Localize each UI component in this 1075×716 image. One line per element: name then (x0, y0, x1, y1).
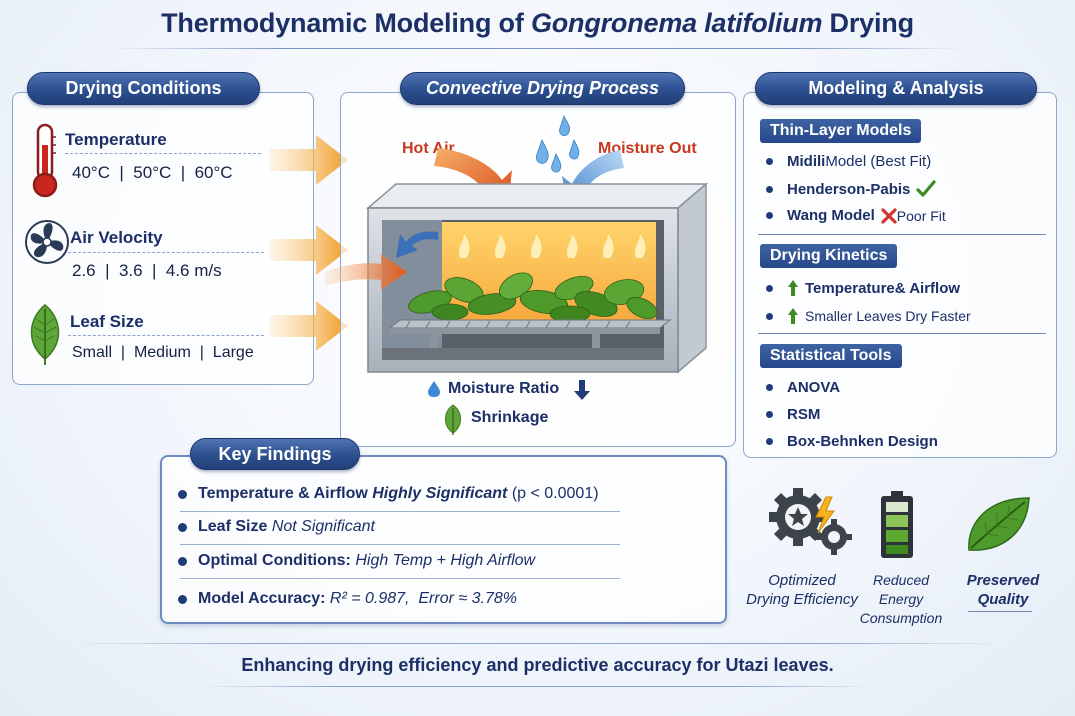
bullet-dot (178, 522, 187, 532)
stat-box-behnken: Box-Behnken Design (766, 433, 938, 450)
finding-leaf-size: Leaf Size Not Significant (178, 518, 375, 536)
down-arrow-icon (574, 380, 590, 400)
stat-rsm: RSM (766, 406, 820, 423)
model-midili: Midili Model (Best Fit) (766, 153, 931, 170)
bullet-dot (178, 556, 187, 566)
finding-divider (180, 578, 620, 579)
bullet-dot (766, 312, 773, 320)
key-findings-panel (160, 455, 727, 624)
leaf-size-divider (68, 335, 264, 336)
quality-underline (968, 611, 1032, 612)
key-findings-header: Key Findings (190, 438, 360, 470)
modeling-panel (743, 92, 1057, 458)
model-wang: Wang Model Poor Fit (766, 207, 946, 224)
quality-leaf-icon (968, 497, 1030, 551)
moisture-out-label: Moisture Out (598, 140, 697, 157)
page-title: Thermodynamic Modeling of Gongronema lat… (161, 8, 914, 38)
thin-layer-title: Thin-Layer Models (760, 119, 922, 143)
benefit-quality: Preserved Quality (966, 572, 1040, 608)
dryer-illustration (365, 114, 709, 374)
check-icon (916, 180, 936, 197)
air-velocity-values: 2.6 | 3.6 | 4.6 m/s (72, 261, 222, 280)
footer-rule-top (70, 643, 1005, 644)
water-drop-icon (428, 381, 440, 397)
kinetics-temp-airflow: Temperature & Airflow (766, 279, 960, 297)
gears-bolt-icon (769, 488, 852, 555)
kinetics-divider (758, 333, 1046, 334)
footer-tagline: Enhancing drying efficiency and predicti… (241, 655, 834, 675)
leaf-size-label: Leaf Size (70, 312, 144, 331)
temperature-values: 40°C | 50°C | 60°C (72, 163, 233, 182)
input-arrows (270, 135, 348, 351)
bullet-dot (766, 384, 773, 391)
air-inlet-arrow (325, 254, 407, 290)
stat-anova: ANOVA (766, 379, 840, 396)
fan-icon (25, 220, 69, 264)
finding-divider (180, 511, 620, 512)
drying-process-header: Convective Drying Process (400, 72, 685, 105)
bullet-dot (766, 284, 773, 292)
title-divider (110, 48, 965, 49)
up-arrow-icon (788, 280, 798, 296)
moisture-ratio-label: Moisture Ratio (448, 380, 560, 397)
thermometer-icon (32, 123, 58, 198)
bullet-dot (766, 158, 773, 165)
kinetics-title: Drying Kinetics (760, 244, 898, 268)
temperature-divider (65, 153, 261, 154)
finding-accuracy: Model Accuracy: R² = 0.987, Error ≈ 3.78… (178, 590, 517, 608)
benefit-energy: Reduced Energy Consumption (859, 572, 943, 626)
thin-layer-divider (758, 234, 1046, 235)
up-arrow-icon (788, 308, 798, 324)
leaf-icon (30, 304, 60, 365)
air-velocity-label: Air Velocity (70, 228, 163, 247)
drying-conditions-panel (12, 92, 314, 385)
bullet-dot (766, 411, 773, 418)
finding-divider (180, 544, 620, 545)
battery-icon (881, 491, 913, 558)
bullet-dot (766, 212, 773, 219)
kinetics-smaller-leaves: Smaller Leaves Dry Faster (766, 307, 971, 325)
shrinkage-leaf-icon (445, 404, 461, 435)
model-henderson-pabis: Henderson-Pabis (766, 180, 936, 198)
air-velocity-divider (68, 252, 264, 253)
bullet-dot (178, 594, 187, 604)
leaf-size-values: Small | Medium | Large (72, 344, 254, 361)
benefit-efficiency: Optimized Drying Efficiency (746, 572, 858, 608)
drying-conditions-header: Drying Conditions (27, 72, 260, 105)
shrinkage-label: Shrinkage (471, 409, 549, 426)
bullet-dot (766, 438, 773, 445)
finding-temp-airflow: Temperature & Airflow Highly Significant… (178, 485, 599, 503)
footer-rule-bottom (200, 686, 875, 687)
temperature-label: Temperature (65, 130, 167, 149)
bullet-dot (766, 185, 773, 193)
bullet-dot (178, 489, 187, 499)
stats-title: Statistical Tools (760, 344, 902, 368)
modeling-header: Modeling & Analysis (755, 72, 1037, 105)
finding-optimal: Optimal Conditions: High Temp + High Air… (178, 552, 535, 570)
species-name: Gongronema latifolium (530, 8, 823, 38)
cross-icon (881, 207, 897, 224)
